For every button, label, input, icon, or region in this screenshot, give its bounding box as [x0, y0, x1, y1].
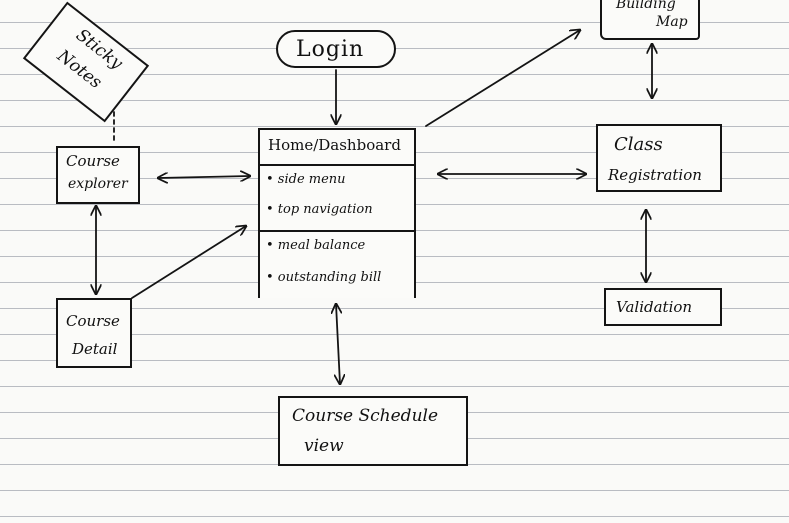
course-detail-label-line1: Course — [66, 312, 120, 330]
edge-dashboard-to-course-schedule — [336, 304, 340, 384]
home-dashboard-node: Home/Dashboard • side menu • top navigat… — [258, 128, 416, 298]
dashboard-item-meal-balance: • meal balance — [266, 238, 366, 253]
course-detail-label-line2: Detail — [72, 340, 118, 358]
validation-label: Validation — [616, 298, 693, 316]
class-registration-node: Class Registration — [596, 124, 722, 192]
building-map-node: Building Map — [600, 0, 700, 40]
edge-dashboard-to-building-map — [425, 30, 580, 127]
class-registration-label-line1: Class — [614, 134, 663, 155]
class-registration-label-line2: Registration — [608, 166, 702, 184]
dashboard-item-top-navigation: • top navigation — [266, 202, 373, 217]
course-schedule-view-node: Course Schedule view — [278, 396, 468, 466]
edge-course-explorer-to-dashboard — [158, 176, 250, 178]
edge-course-detail-to-dashboard — [131, 226, 246, 299]
dashboard-title: Home/Dashboard — [268, 136, 401, 154]
course-detail-node: Course Detail — [56, 298, 132, 368]
building-map-label-line1: Building — [616, 0, 676, 12]
building-map-label-line2: Map — [656, 14, 688, 30]
course-explorer-label-line2: explorer — [68, 176, 128, 192]
dashboard-account-section: • meal balance • outstanding bill — [260, 232, 414, 298]
login-label: Login — [296, 37, 365, 62]
dashboard-item-outstanding-bill: • outstanding bill — [266, 270, 382, 285]
dashboard-title-bar: Home/Dashboard — [260, 130, 414, 166]
course-schedule-label-line1: Course Schedule — [292, 406, 439, 426]
course-explorer-node: Course explorer — [56, 146, 140, 204]
dashboard-navigation-section: • side menu • top navigation — [260, 164, 414, 232]
validation-node: Validation — [604, 288, 722, 326]
course-explorer-label-line1: Course — [66, 152, 120, 170]
course-schedule-label-line2: view — [304, 436, 344, 456]
dashboard-item-side-menu: • side menu — [266, 172, 346, 187]
login-node: Login — [276, 30, 396, 68]
